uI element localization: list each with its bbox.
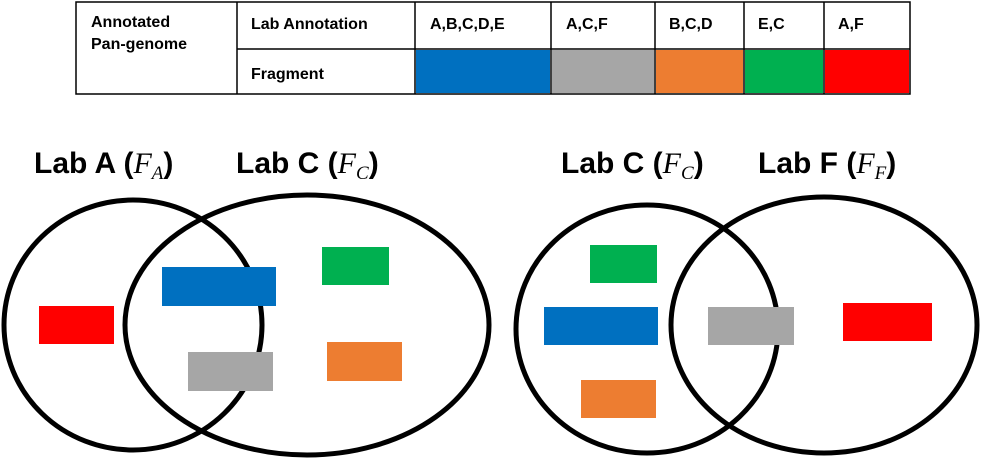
annotation-cell-5: A,F — [838, 16, 864, 33]
row-header-line-1: Annotated — [91, 14, 170, 31]
fragment-gray — [188, 352, 273, 391]
fragment-red — [39, 306, 114, 344]
set-subscript: C — [681, 163, 694, 184]
fragment-label: Fragment — [251, 66, 325, 83]
fragment-red — [843, 303, 932, 341]
annotation-table — [75, 1, 911, 95]
fragment-swatch-2 — [552, 50, 654, 93]
set-subscript: F — [874, 163, 887, 184]
fragment-green — [590, 245, 657, 283]
venn-left-title-a: Lab A (FA) — [34, 147, 173, 184]
set-subscript: C — [356, 163, 369, 184]
venn-right-title-f: Lab F (FF) — [758, 147, 896, 184]
fragment-blue — [544, 307, 658, 345]
set-symbol: F — [132, 147, 152, 180]
fragment-blue — [162, 267, 276, 306]
venn-diagram-lab-c-lab-f: Lab C (FC) Lab F (FF) — [513, 147, 980, 456]
fragment-green — [322, 247, 389, 285]
annotation-cell-2: A,C,F — [566, 16, 608, 33]
table-border — [75, 1, 911, 95]
venn-right-title-c: Lab C (FC) — [561, 147, 704, 184]
fragment-orange — [581, 380, 656, 418]
fragment-swatch-1 — [416, 50, 550, 93]
venn-set-lab-a — [1, 197, 265, 453]
set-symbol: F — [855, 147, 875, 180]
venn-set-lab-f — [668, 194, 980, 456]
fragment-swatch-3 — [656, 50, 743, 93]
annotation-cell-4: E,C — [758, 16, 785, 33]
annotation-cell-3: B,C,D — [669, 16, 713, 33]
set-subscript: A — [150, 163, 164, 184]
set-symbol: F — [337, 147, 357, 180]
set-symbol: F — [662, 147, 682, 180]
fragment-orange — [327, 342, 402, 381]
venn-diagram-lab-a-lab-c: Lab A (FA) Lab C (FC) — [1, 147, 492, 458]
row-header-line-2: Pan-genome — [91, 36, 187, 53]
fragment-gray — [708, 307, 794, 345]
annotation-cell-1: A,B,C,D,E — [430, 16, 505, 33]
lab-annotation-label: Lab Annotation — [251, 16, 368, 33]
table-row-header: Annotated Pan-genome — [91, 14, 187, 53]
venn-left-title-c: Lab C (FC) — [236, 147, 379, 184]
fragment-swatches — [416, 50, 909, 93]
venn-set-lab-c — [122, 192, 492, 458]
fragment-swatch-4 — [745, 50, 823, 93]
fragment-swatch-5 — [825, 50, 909, 93]
